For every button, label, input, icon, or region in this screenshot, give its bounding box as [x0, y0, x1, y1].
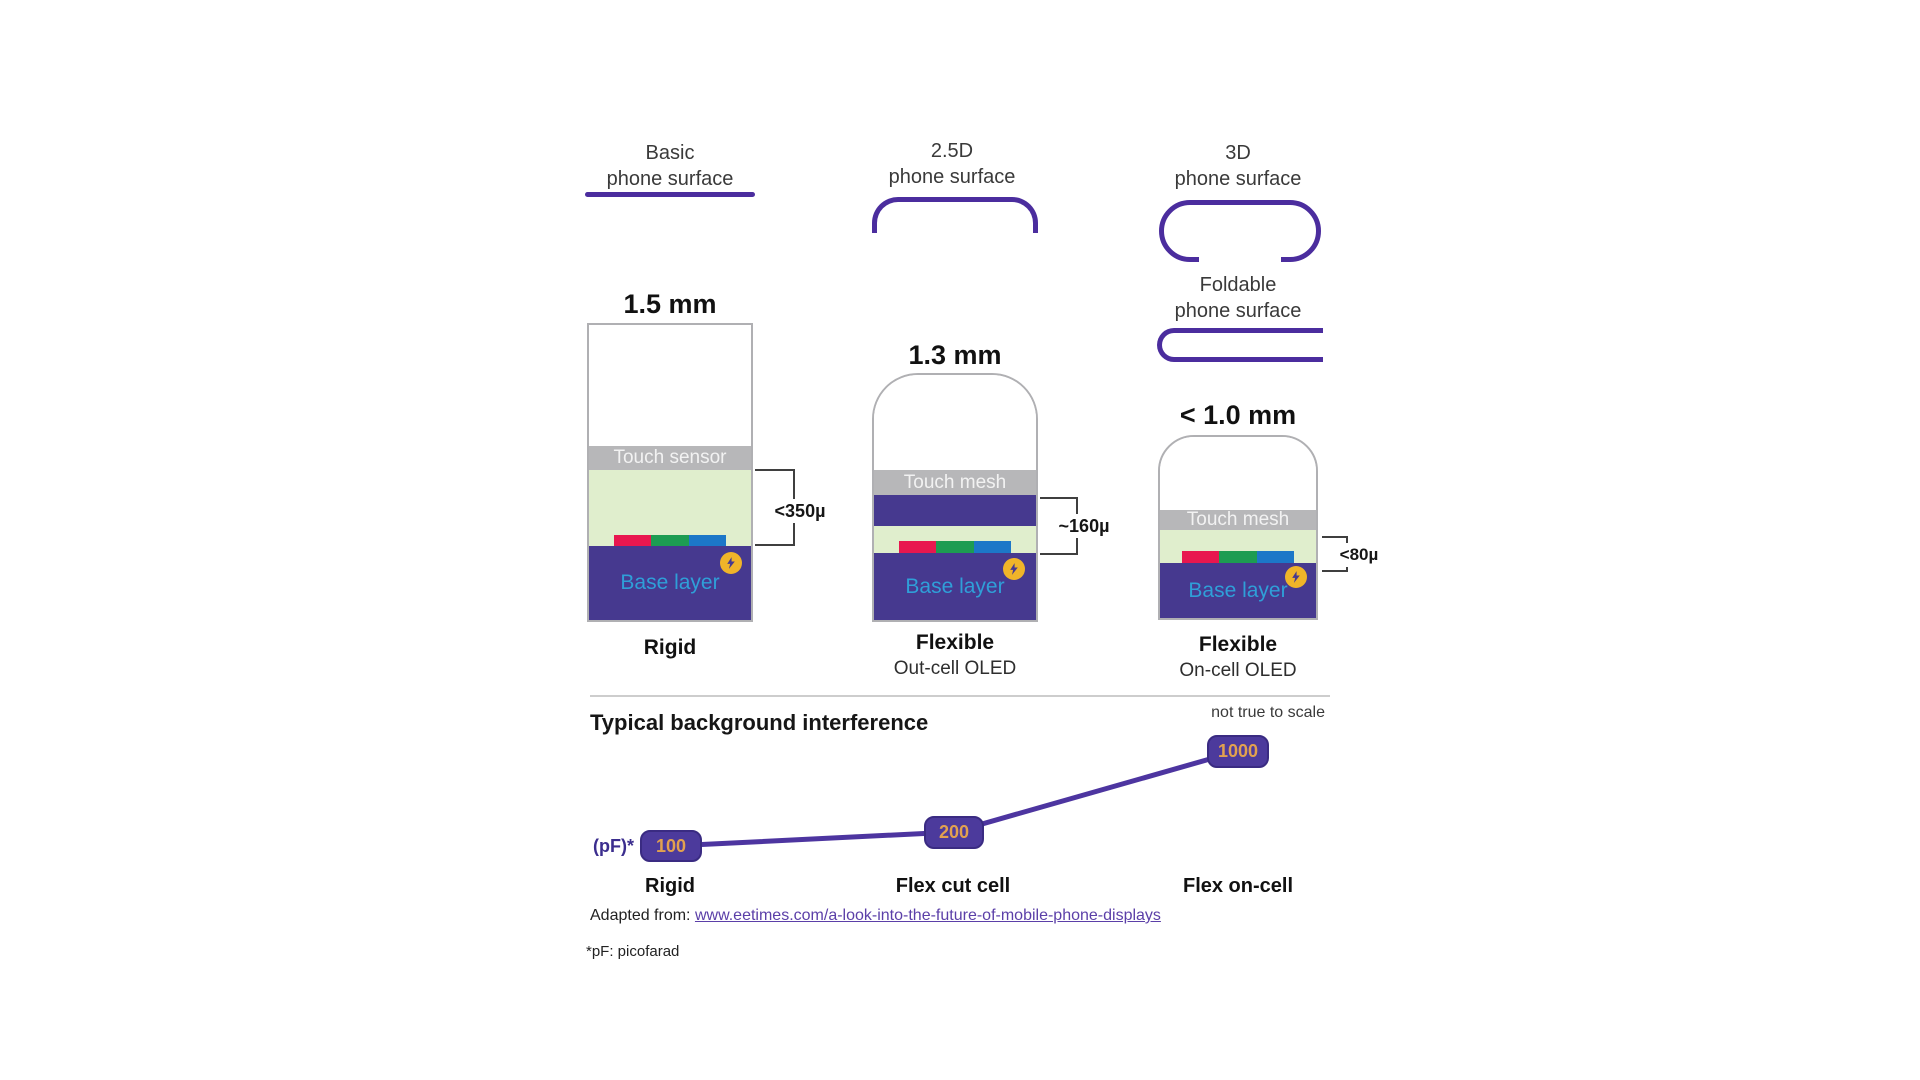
base-layer-label: Base layer — [620, 571, 720, 594]
touch-layer-label: Touch mesh — [1186, 509, 1290, 530]
gap-label-oncell: <80µ — [1329, 543, 1389, 567]
thickness-label-outcell: 1.3 mm — [908, 340, 1002, 370]
display-cell-layer — [1160, 530, 1316, 563]
stack-subtype-label: Out-cell OLED — [893, 658, 1017, 679]
surface-name: Foldable — [1199, 274, 1277, 296]
display-stack-oncell: Touch mesh Base layer — [1158, 435, 1318, 620]
green-subpixel — [651, 535, 689, 546]
blue-subpixel — [688, 535, 726, 546]
base-layer-label: Base layer — [1188, 578, 1288, 602]
thickness-label-rigid: 1.5 mm — [623, 289, 717, 319]
encapsulation-layer — [874, 495, 1036, 526]
display-cell-layer — [874, 526, 1036, 553]
energy-bolt-icon — [1003, 558, 1025, 580]
stack-footer-rigid: Rigid — [570, 636, 770, 663]
surface-header-2-5d: 2.5D phone surface — [852, 138, 1052, 190]
chart-node-flex-on: 1000 — [1207, 735, 1269, 768]
blue-subpixel — [1256, 551, 1294, 563]
stack-type-label: Flexible — [1198, 633, 1278, 656]
attribution: Adapted from: www.eetimes.com/a-look-int… — [590, 907, 1161, 925]
flat-surface-icon — [585, 192, 755, 197]
stack-type-label: Flexible — [915, 631, 995, 654]
rgb-subpixel-strip — [614, 535, 726, 546]
cover-glass-layer — [874, 375, 1036, 470]
chart-category-flex-on: Flex on-cell — [1182, 875, 1294, 897]
cover-glass-layer — [589, 325, 751, 446]
red-subpixel — [899, 541, 937, 553]
surface-caption: phone surface — [888, 166, 1016, 188]
surface-header-basic: Basic phone surface — [570, 140, 770, 192]
display-stack-outcell: Touch mesh Base layer — [872, 373, 1038, 622]
attribution-prefix: Adapted from: — [590, 907, 695, 924]
section-divider — [590, 695, 1330, 697]
base-layer: Base layer — [1160, 563, 1316, 618]
chart-node-rigid: 100 — [640, 830, 702, 862]
touch-layer-label: Touch sensor — [613, 447, 727, 468]
stack-footer-oncell: Flexible On-cell OLED — [1138, 633, 1338, 682]
curved-edge-surface-icon — [872, 197, 1038, 233]
wraparound-surface-icon-gap — [1199, 252, 1281, 265]
pf-footnote: *pF: picofarad — [586, 943, 680, 960]
scale-note: not true to scale — [1211, 704, 1325, 721]
chart-node-flex-cut: 200 — [924, 816, 984, 849]
cover-glass-layer — [1160, 437, 1316, 510]
chart-value: 1000 — [1217, 741, 1259, 761]
chart-value: 100 — [655, 835, 687, 856]
surface-header-3d: 3D phone surface — [1138, 140, 1338, 192]
chart-category-rigid: Rigid — [645, 875, 695, 897]
chart-title: Typical background interference — [590, 710, 929, 735]
stack-type-label: Rigid — [643, 636, 697, 659]
green-subpixel — [1219, 551, 1257, 563]
rgb-subpixel-strip — [1182, 551, 1294, 563]
base-layer-label: Base layer — [905, 574, 1005, 598]
surface-caption: phone surface — [606, 168, 734, 190]
touch-mesh-layer: Touch mesh — [1160, 509, 1316, 530]
surface-name: 3D — [1225, 142, 1251, 164]
stack-subtype-label: On-cell OLED — [1179, 660, 1297, 681]
red-subpixel — [1182, 551, 1220, 563]
chart-category-flex-cut: Flex cut cell — [895, 875, 1011, 897]
display-stack-rigid: Touch sensor Base layer — [587, 323, 753, 622]
gap-label-rigid: <350µ — [764, 499, 836, 523]
base-layer: Base layer — [874, 553, 1036, 620]
touch-sensor-layer: Touch sensor — [589, 446, 751, 470]
surface-header-foldable: Foldable phone surface — [1138, 272, 1338, 324]
energy-bolt-icon — [1285, 566, 1307, 588]
green-subpixel — [936, 541, 974, 553]
red-subpixel — [614, 535, 652, 546]
surface-caption: phone surface — [1174, 300, 1302, 322]
thickness-label-oncell: < 1.0 mm — [1179, 400, 1297, 430]
surface-name: 2.5D — [930, 140, 974, 162]
chart-unit-label: (pF)* — [593, 836, 634, 856]
foldable-surface-icon — [1157, 328, 1323, 362]
blue-subpixel — [973, 541, 1011, 553]
rgb-subpixel-strip — [899, 541, 1011, 553]
surface-name: Basic — [645, 142, 695, 164]
touch-mesh-layer: Touch mesh — [874, 470, 1036, 495]
energy-bolt-icon — [720, 552, 742, 574]
base-layer: Base layer — [589, 546, 751, 620]
surface-caption: phone surface — [1174, 168, 1302, 190]
display-cell-layer — [589, 470, 751, 546]
gap-label-outcell: ~160µ — [1046, 514, 1122, 538]
chart-value: 200 — [938, 822, 970, 842]
stack-footer-outcell: Flexible Out-cell OLED — [855, 631, 1055, 680]
source-link[interactable]: www.eetimes.com/a-look-into-the-future-o… — [694, 907, 1161, 924]
touch-layer-label: Touch mesh — [903, 471, 1007, 493]
